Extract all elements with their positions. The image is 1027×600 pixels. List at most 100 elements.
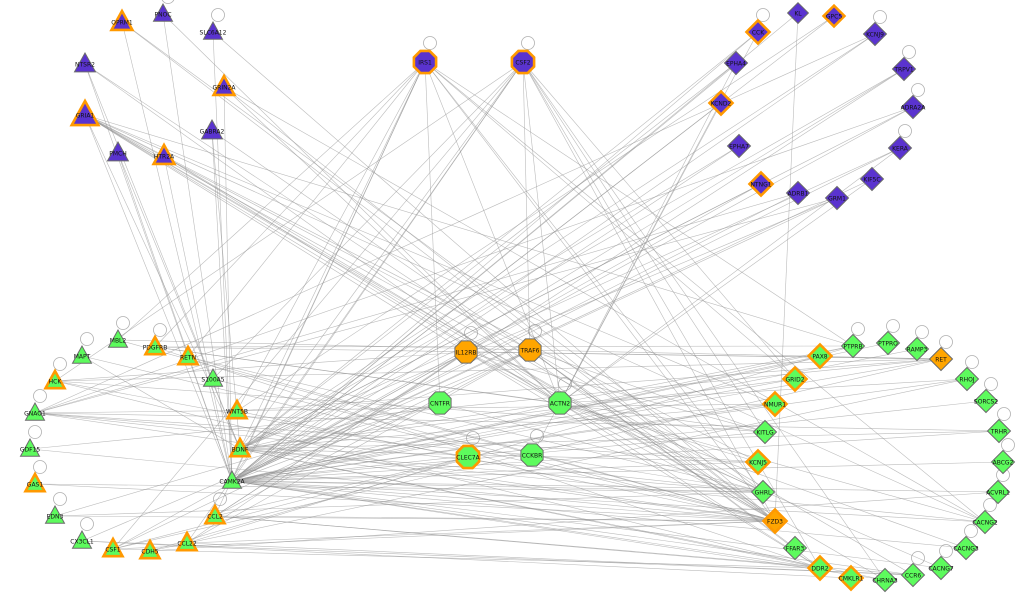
edge-HTR2A-ACTN2 [163,155,561,404]
edge-CSF2-DDR2 [522,61,821,569]
node-CSF2[interactable]: CSF2 [510,49,536,75]
node-PMCH[interactable]: PMCH [106,140,130,162]
edge-CAMK2A-ACVRL1 [231,480,999,493]
node-IRS1[interactable]: IRS1 [412,49,438,75]
node-KCNJ5[interactable]: KCNJ5 [744,448,772,476]
node-KERA[interactable]: KERA [887,135,913,161]
edge-CLEC7A-CSF1 [112,456,469,550]
node-NTSR2[interactable]: NTSR2 [73,51,97,73]
node-TRPV1[interactable]: TRPV1 [891,56,917,82]
self-loop-SORCS2 [984,377,998,391]
edge-CAMK2A-ABCG2 [231,461,1004,482]
node-GRM1[interactable]: GRM1 [824,185,850,211]
node-RET[interactable]: RET [928,346,954,372]
edge-CAMK2A-PTPRB [231,345,854,482]
diamond-shape [824,185,850,211]
edge-IL12RB2-FZD3 [465,351,776,522]
node-FZD3[interactable]: FZD3 [761,507,789,535]
node-ADRA2A[interactable]: ADRA2A [900,94,927,120]
node-FFAR3[interactable]: FFAR3 [782,535,808,561]
node-IL12RB2[interactable]: IL12RB [454,340,478,364]
edge-GABRA2-CAMK2A [211,130,233,482]
triangle-shape [175,530,199,552]
self-loop-IL12RB2 [464,326,478,340]
node-CCK[interactable]: CCK [744,18,772,46]
edge-ADRB1-GNAO1 [34,192,799,414]
node-S100A5[interactable]: S100A5 [201,367,225,387]
diamond-shape [837,564,865,592]
edge-RETN-FZD3 [187,356,776,522]
self-loop-GNAO1 [33,389,47,403]
edge-GAS1-GHRL [34,483,764,493]
edge-IRS1-CACNG2 [424,61,986,523]
triangle-shape [109,8,135,32]
node-TRHR[interactable]: TRHR [986,418,1012,444]
node-NMUR1[interactable]: NMUR1 [761,390,789,418]
node-RAMP3[interactable]: RAMP3 [904,336,930,362]
node-WNT5B[interactable]: WNT5B [225,398,249,420]
octagon-shape [510,49,536,75]
node-GRIN2A[interactable]: GRIN2A [211,73,237,97]
node-CNTFR[interactable]: CNTFR [428,391,452,415]
node-CX3CL1[interactable]: CX3CL1 [70,529,94,549]
node-ACTN2[interactable]: ACTN2 [548,391,572,415]
node-PNOC[interactable]: PNOC [152,2,174,22]
edge-S100A5-FZD3 [212,378,776,522]
octagon-shape [548,391,572,415]
node-PAX8[interactable]: PAX8 [806,342,834,370]
edge-MBL2-FZD3 [117,339,776,522]
node-TRAF6[interactable]: TRAF6 [518,338,542,362]
triangle-shape [138,538,162,560]
node-GABRA2[interactable]: GABRA2 [200,118,225,140]
node-PTPRB[interactable]: PTPRB [840,333,866,359]
node-SLC6A12[interactable]: SLC6A12 [200,20,227,40]
self-loop-CCKBR [530,429,544,443]
diamond-shape [887,135,913,161]
self-loop-GAS1 [33,460,47,474]
node-GAS1[interactable]: GAS1 [23,471,47,493]
node-KIF5C[interactable]: KIF5C [859,166,885,192]
triangle-shape [225,398,249,420]
node-GPC5[interactable]: GPC5 [821,3,847,29]
edge-CCK-CAMK2A [231,31,759,482]
node-ACVRL1[interactable]: ACVRL1 [985,479,1011,505]
edge-GRIA1-IL12RB2 [84,114,467,353]
edge-GRM1-GNAO1 [34,197,838,414]
node-GDF15[interactable]: GDF15 [19,437,41,457]
node-MBL2[interactable]: MBL2 [107,328,129,348]
edge-CNTFR-EDN3 [54,402,441,517]
node-CMKLR1[interactable]: CMKLR1 [837,564,865,592]
node-GRIA1[interactable]: GRIA1 [69,98,101,127]
node-CCKBR[interactable]: CCKBR [520,443,544,467]
edge-TRAF6-CCL22 [186,349,531,544]
node-CCR6[interactable]: CCR6 [900,562,926,588]
edge-CNTFR-GHRL [439,402,764,493]
diamond-shape [806,342,834,370]
diamond-shape [900,94,926,120]
node-KL[interactable]: KL [786,1,810,25]
node-MAPT[interactable]: MAPT [71,344,93,364]
node-KCND2[interactable]: KCND2 [707,89,735,117]
node-CACNG3[interactable]: CACNG3 [953,535,979,561]
self-loop-CACNG2 [983,498,997,512]
node-NTNG1[interactable]: NTNG1 [747,170,775,198]
node-PDGFRB[interactable]: PDGFRB [143,334,168,356]
node-CLEC7A[interactable]: CLEC7A [455,444,481,470]
node-GNAO1[interactable]: GNAO1 [24,401,46,421]
node-CACNG7[interactable]: CACNG7 [928,555,954,581]
node-EDN3[interactable]: EDN3 [44,504,66,524]
triangle-shape [143,334,167,356]
node-KITLG[interactable]: KITLG [752,419,778,445]
diamond-shape [785,180,811,206]
node-OPRM1[interactable]: OPRM1 [109,8,135,32]
node-HCK[interactable]: HCK [43,368,67,390]
self-loop-PTPRO [886,319,900,333]
node-CACNG2[interactable]: CACNG2 [972,509,998,535]
node-SORCS2[interactable]: SORCS2 [973,388,998,414]
node-ABCG2[interactable]: ABCG2 [990,449,1016,475]
node-KCNJ9[interactable]: KCNJ9 [862,21,888,47]
node-PTPRO[interactable]: PTPRO [875,330,901,356]
node-EPHA7[interactable]: EPHA7 [726,133,752,159]
node-RHOJ[interactable]: RHOJ [954,366,980,392]
